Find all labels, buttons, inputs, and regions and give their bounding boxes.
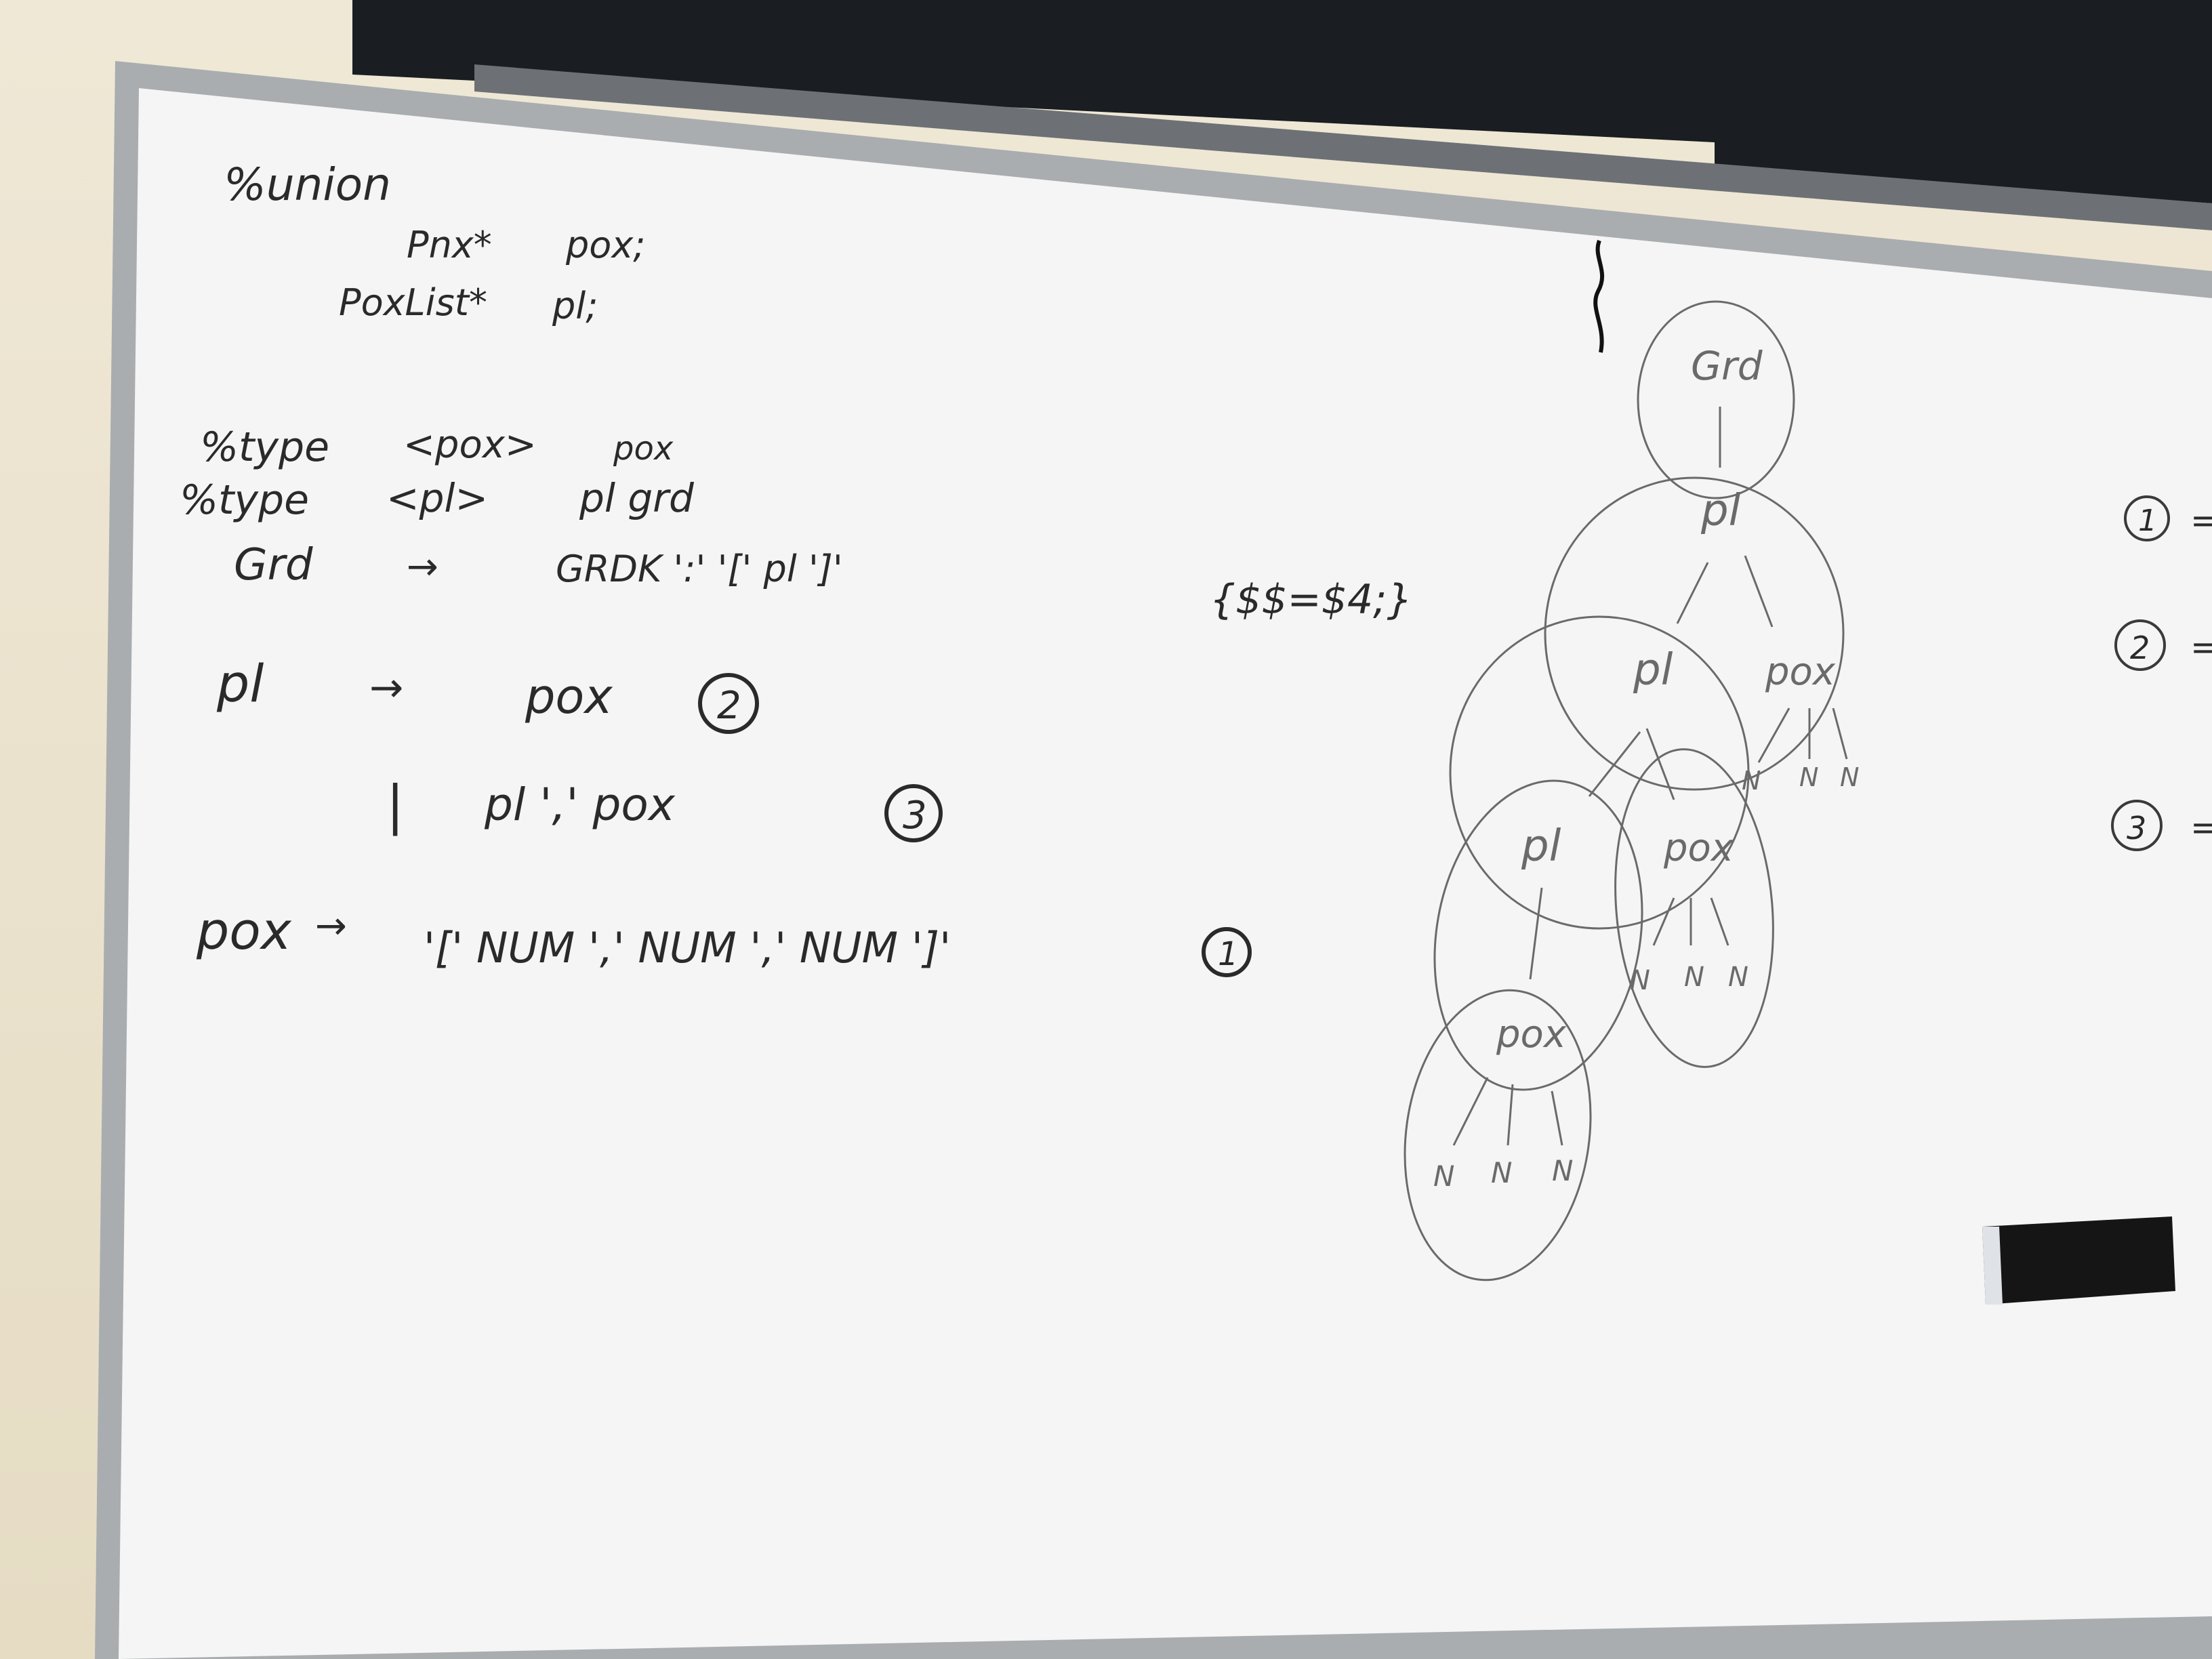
edge-poxmid-n1 (1652, 897, 1675, 946)
type2-tag: <pl> (386, 475, 488, 521)
hanging-cable (1593, 239, 1605, 353)
rule-grd-action: {$$=$4;} (1210, 576, 1413, 623)
union-line2-type: PoxList* (339, 281, 487, 324)
rule-pox-rhs: '[' NUM ',' NUM ',' NUM ']' (424, 923, 951, 972)
tree-ellipse-pox-mid (1614, 748, 1774, 1068)
leaf-right-2: N (1799, 762, 1818, 792)
node-pox-right: pox (1765, 650, 1836, 694)
margin-marker-1-circle (2124, 495, 2170, 541)
edge-plmid-pllow (1588, 731, 1641, 797)
leaf-right-1: N (1742, 766, 1761, 796)
rule-pl2-rhs: pl ',' pox (484, 779, 676, 831)
union-block: %union Pnx* pox; PoxList* pl; (224, 159, 645, 327)
node-pox-bottom: pox (1496, 1012, 1567, 1057)
edge-pltop-pox (1744, 555, 1774, 628)
node-pox-mid: pox (1663, 826, 1734, 870)
leaf-bottom-1: N (1433, 1160, 1454, 1193)
union-directive: %union (224, 159, 391, 211)
edge-poxbottom-n3 (1551, 1090, 1563, 1146)
rule-grd-lhs: Grd (234, 540, 313, 590)
board-surface (119, 88, 2212, 1659)
rule-pox-lhs: pox (196, 901, 292, 961)
union-line1-name: pox; (565, 224, 645, 266)
margin-marker-1: 1 (2138, 504, 2157, 538)
union-line2-name: pl; (552, 285, 598, 327)
tree-ellipse-pl-top (1544, 476, 1845, 791)
edge-poxright-n1 (1757, 708, 1790, 763)
edge-poxbottom-n1 (1452, 1077, 1489, 1146)
top-rail (352, 0, 2212, 203)
union-line1-type: Pnx* (407, 224, 492, 266)
tree-ellipse-pl-mid (1449, 615, 1750, 930)
leaf-mid-3: N (1728, 962, 1748, 993)
tree-ellipse-root (1637, 300, 1795, 499)
rule-pl2-bar: | (386, 775, 404, 836)
rule-pox-marker: 1 (1218, 935, 1239, 973)
type1-directive: %type (200, 424, 329, 471)
node-pl-mid: pl (1633, 645, 1673, 695)
rail-lip (474, 64, 2212, 230)
leaf-mid-2: N (1684, 962, 1704, 993)
margin-marker-3: 3 (2127, 810, 2146, 846)
rule-pox-marker-circle (1202, 927, 1252, 977)
type1-tag: <pox> (403, 423, 537, 467)
grammar-rule-grd: Grd → GRDK ':' '[' pl ']' {$$=$4;} (234, 540, 1413, 623)
leaf-right-3: N (1840, 762, 1859, 792)
edge-pllow-poxbottom (1529, 887, 1543, 980)
edge-poxmid-n3 (1710, 897, 1729, 946)
leaf-bottom-3: N (1552, 1154, 1573, 1187)
edge-plmid-poxmid (1645, 728, 1675, 800)
margin-marker-3-circle (2111, 800, 2163, 851)
margin-marker-2: 2 (2130, 630, 2150, 666)
edge-pltop-plmid (1676, 562, 1709, 624)
margin-marker-2-suffix: = (2190, 628, 2212, 667)
grammar-rule-pox: pox → '[' NUM ',' NUM ',' NUM ']' 1 (196, 901, 1252, 977)
type2-symbols: pl grd (579, 475, 695, 521)
edge-poxbottom-n2 (1507, 1084, 1514, 1146)
rule-grd-rhs: GRDK ':' '[' pl ']' (556, 548, 843, 590)
parse-tree (1404, 300, 1848, 1282)
margin-marker-2-circle (2114, 619, 2166, 671)
leaf-mid-1: N (1630, 965, 1650, 996)
board-eraser (1982, 1216, 2175, 1305)
rule-pl2-marker: 3 (903, 794, 927, 838)
grammar-rule-pl-1: pl → pox 2 (216, 653, 759, 734)
parse-tree-labels: Grd pl pl pox pl pox pox N N N N N N N N… (1433, 343, 1859, 1193)
rule-pl1-lhs: pl (216, 653, 264, 714)
rule-pl2-marker-circle (884, 784, 943, 842)
margin-marker-3-suffix: = (2190, 808, 2212, 847)
edge-poxright-n3 (1832, 708, 1848, 760)
node-pl-low: pl (1521, 821, 1561, 872)
rule-pox-arrow: → (315, 904, 347, 948)
leaf-bottom-2: N (1491, 1156, 1512, 1189)
type1-symbol: pox (613, 430, 674, 468)
tree-ellipse-pox-bottom (1404, 989, 1592, 1282)
rule-pl1-arrow: → (369, 664, 403, 712)
rule-pl1-marker-circle (698, 673, 759, 734)
right-margin-markers: 1 = 2 = 3 = (2111, 495, 2212, 851)
rule-pl1-marker: 2 (717, 684, 741, 728)
margin-marker-1-suffix: = (2190, 501, 2212, 540)
grammar-rule-pl-2: | pl ',' pox 3 (386, 775, 943, 842)
node-pl-top: pl (1700, 486, 1741, 536)
rule-grd-arrow: → (407, 545, 438, 589)
node-root: Grd (1691, 343, 1763, 389)
type2-directive: %type (180, 476, 309, 524)
type-declarations: %type <pox> pox %type <pl> pl grd (180, 423, 695, 524)
rule-pl1-rhs: pox (525, 669, 613, 724)
